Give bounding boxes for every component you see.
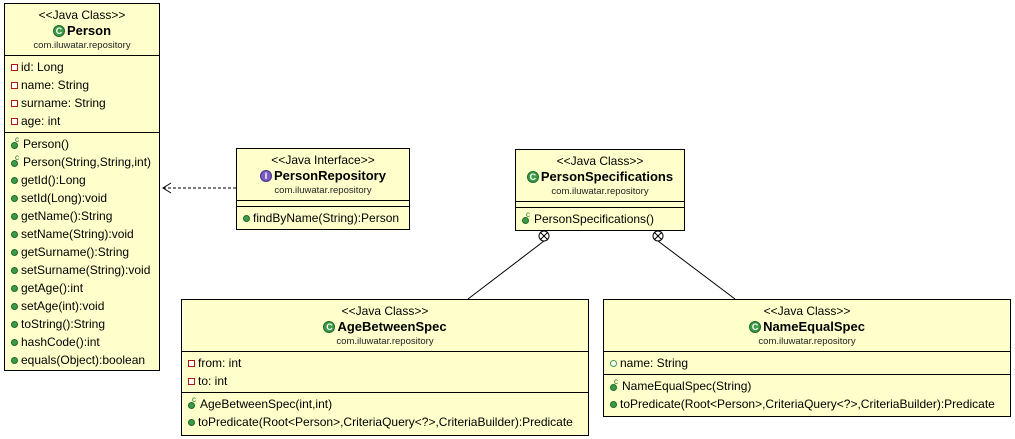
public-method-icon (243, 214, 250, 222)
attributes-section (237, 200, 409, 206)
stereotype: <<Java Class>> (556, 154, 644, 168)
attributes-section: id: Long name: String surname: String ag… (5, 55, 159, 132)
method-row[interactable]: toPredicate(Root<Person>,CriteriaQuery<?… (604, 395, 1010, 413)
private-field-icon (188, 377, 195, 385)
method-row[interactable]: setSurname(String):void (5, 261, 159, 279)
private-field-icon (11, 99, 18, 107)
public-method-icon (11, 176, 18, 184)
private-field-icon (11, 63, 18, 71)
class-icon: C (323, 321, 336, 333)
attributes-section: from: int to: int (182, 351, 588, 392)
class-icon: C (52, 25, 65, 37)
attribute-row[interactable]: name: String (5, 76, 159, 94)
package-name: com.iluwatar.repository (551, 186, 649, 197)
class-name: PersonRepository (274, 168, 386, 183)
public-method-icon (11, 230, 18, 238)
package-name: com.iluwatar.repository (33, 40, 131, 51)
methods-section: findByName(String):Person (237, 206, 409, 229)
public-field-icon (610, 359, 617, 367)
class-icon: C (749, 321, 762, 333)
public-method-icon (11, 302, 18, 310)
stereotype: <<Java Class>> (763, 304, 851, 318)
nesting-age-between-spec (467, 230, 550, 300)
attribute-row[interactable]: name: String (604, 354, 1010, 372)
public-method-icon (11, 194, 18, 202)
method-row[interactable]: findByName(String):Person (237, 209, 409, 227)
public-method-icon (11, 338, 18, 346)
public-method-icon (188, 418, 195, 426)
class-name: NameEqualSpec (763, 319, 865, 334)
public-method-icon (11, 248, 18, 256)
class-name: PersonSpecifications (540, 169, 674, 184)
method-row[interactable]: toString():String (5, 315, 159, 333)
package-name: com.iluwatar.repository (758, 336, 856, 347)
attribute-row[interactable]: to: int (182, 372, 588, 390)
attribute-row[interactable]: age: int (5, 112, 159, 130)
package-name: com.iluwatar.repository (274, 185, 372, 196)
public-method-icon (11, 212, 18, 220)
public-method-icon (11, 356, 18, 364)
constructor-icon: c (522, 211, 531, 225)
attribute-row[interactable]: id: Long (5, 58, 159, 76)
public-method-icon (11, 320, 18, 328)
class-icon: C (526, 171, 539, 183)
private-field-icon (11, 81, 18, 89)
constructor-icon: c (11, 136, 20, 150)
method-row[interactable]: hashCode():int (5, 333, 159, 351)
method-row[interactable]: equals(Object):boolean (5, 351, 159, 369)
class-name: Person (66, 23, 112, 38)
public-method-icon (11, 284, 18, 292)
class-name: AgeBetweenSpec (337, 319, 447, 334)
attribute-row[interactable]: surname: String (5, 94, 159, 112)
dependency-repository-to-person (162, 182, 236, 194)
stereotype: <<Java Class>> (38, 8, 126, 22)
attributes-section: name: String (604, 351, 1010, 374)
stereotype: <<Java Interface>> (271, 153, 375, 167)
attributes-section (516, 201, 684, 207)
private-field-icon (11, 117, 18, 125)
method-row[interactable]: setName(String):void (5, 225, 159, 243)
method-row[interactable]: toPredicate(Root<Person>,CriteriaQuery<?… (182, 413, 588, 431)
constructor-icon: c (11, 154, 20, 168)
method-row[interactable]: getName():String (5, 207, 159, 225)
method-row[interactable]: setId(Long):void (5, 189, 159, 207)
stereotype: <<Java Class>> (341, 304, 429, 318)
nesting-name-equal-spec (652, 230, 736, 300)
method-row[interactable]: getId():Long (5, 171, 159, 189)
interface-icon: I (260, 170, 272, 182)
private-field-icon (188, 359, 195, 367)
package-name: com.iluwatar.repository (336, 336, 434, 347)
method-row[interactable]: getAge():int (5, 279, 159, 297)
public-method-icon (11, 266, 18, 274)
attribute-row[interactable]: from: int (182, 354, 588, 372)
constructor-icon: c (610, 378, 619, 392)
constructor-icon: c (188, 396, 197, 410)
method-row[interactable]: setAge(int):void (5, 297, 159, 315)
public-method-icon (610, 400, 617, 408)
method-row[interactable]: getSurname():String (5, 243, 159, 261)
